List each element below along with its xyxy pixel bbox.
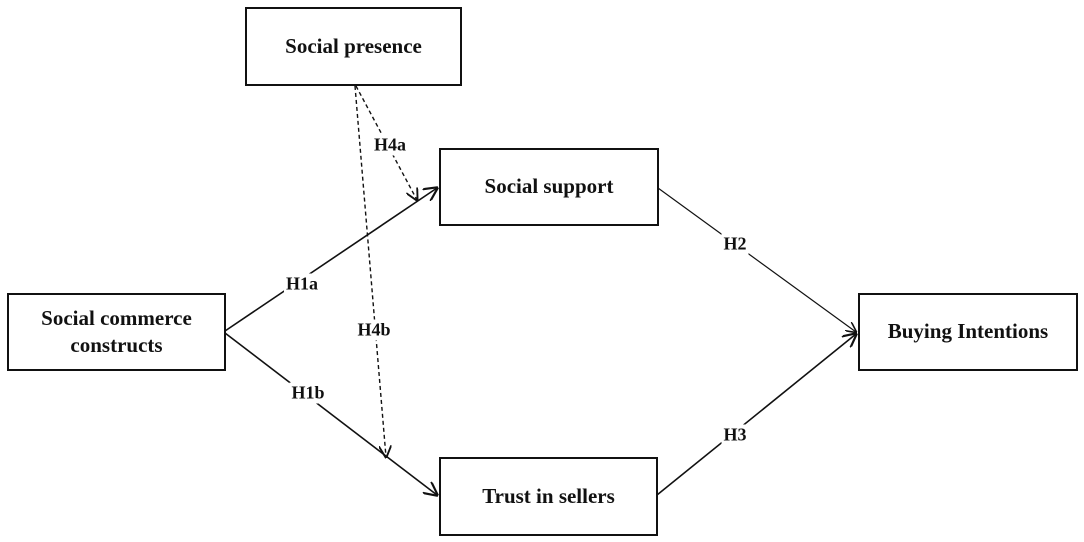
edge-h2 <box>657 187 856 332</box>
edge-h1b <box>224 332 437 495</box>
node-trust-in-sellers-label: Trust in sellers <box>482 483 615 508</box>
edge-h4b <box>354 85 386 457</box>
node-buying-intentions-label: Buying Intentions <box>887 319 1049 344</box>
node-trust-in-sellers: Trust in sellers <box>439 457 658 536</box>
label-h1b: H1b <box>289 382 327 404</box>
node-social-commerce-constructs: Social commerce constructs <box>7 293 226 371</box>
node-social-presence: Social presence <box>245 7 462 86</box>
label-h1a: H1a <box>283 273 321 295</box>
node-social-commerce-constructs-label: Social commerce constructs <box>41 305 192 357</box>
label-h4b: H4b <box>355 319 393 341</box>
label-h2: H2 <box>721 233 749 255</box>
label-h4a: H4a <box>371 134 409 156</box>
node-social-support-label: Social support <box>484 174 614 199</box>
edge-h1a <box>224 188 437 332</box>
label-h3: H3 <box>721 424 749 446</box>
node-buying-intentions: Buying Intentions <box>858 293 1078 371</box>
edge-h3 <box>656 334 856 496</box>
node-social-support: Social support <box>439 148 659 226</box>
node-social-presence-label: Social presence <box>285 33 422 58</box>
